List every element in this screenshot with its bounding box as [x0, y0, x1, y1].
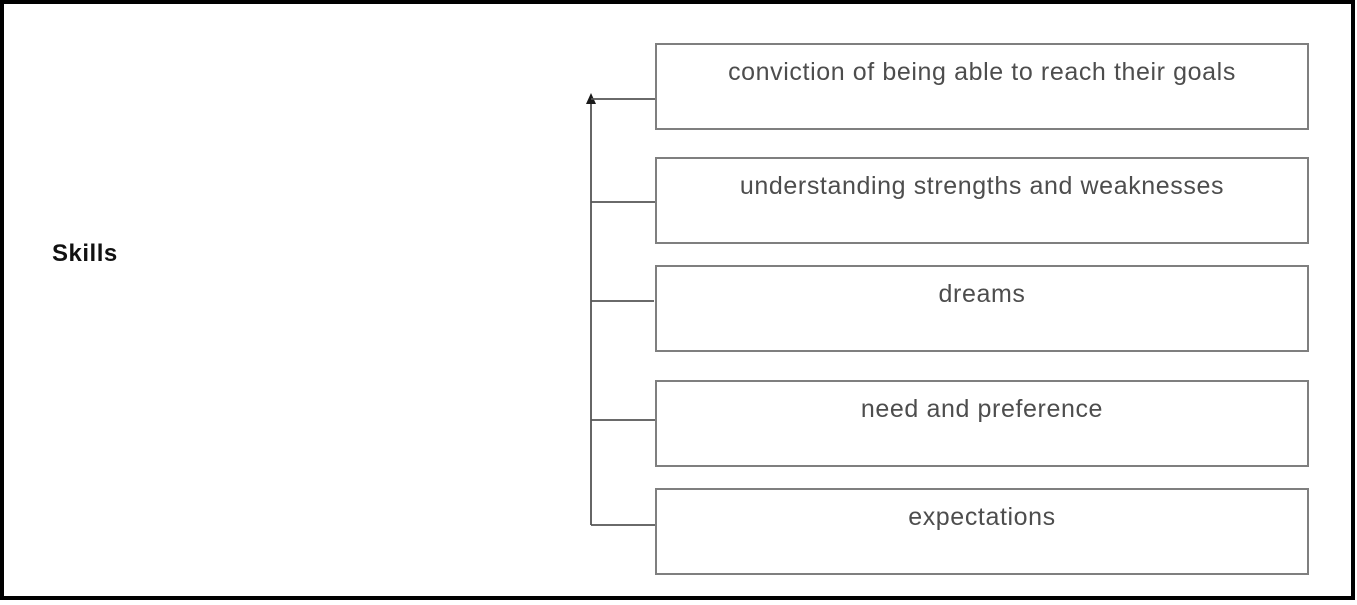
up-arrowhead-icon	[586, 93, 596, 104]
node-label: need and preference	[860, 395, 1104, 423]
node-box-strengths-weaknesses: understanding strengths and weaknesses	[655, 157, 1309, 244]
node-box-need-preference: need and preference	[655, 380, 1309, 467]
root-node-label: Skills	[52, 240, 118, 267]
node-label: expectations	[908, 503, 1056, 531]
node-label: understanding strengths and weaknesses	[739, 172, 1225, 200]
node-box-dreams: dreams	[655, 265, 1309, 352]
node-label: dreams	[938, 280, 1026, 308]
node-box-conviction: conviction of being able to reach their …	[655, 43, 1309, 130]
node-box-expectations: expectations	[655, 488, 1309, 575]
node-label: conviction of being able to reach their …	[728, 58, 1236, 86]
